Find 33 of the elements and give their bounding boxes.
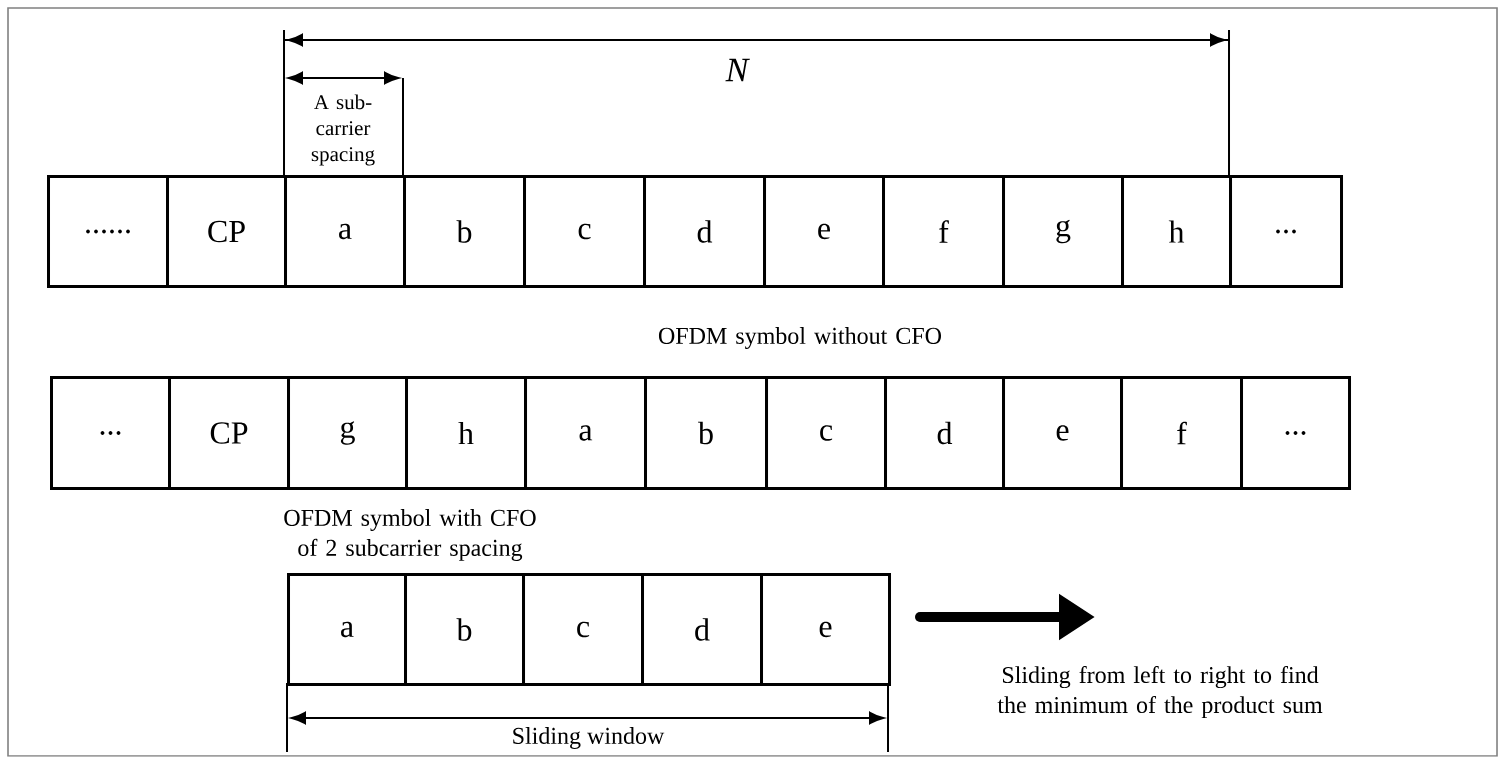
symbol-cell: CP [168,376,290,490]
symbol-cell: c [765,376,887,490]
text-label: Sliding window [513,727,665,749]
text-label: OFDM symbol without CFO [658,327,941,349]
symbol-cell: c [522,573,644,686]
symbol-cell: CP [166,175,287,288]
symbol-cell: e [763,175,885,288]
text-label: A sub-carrier spacing [311,94,375,166]
symbol-cell: g [1002,175,1124,288]
symbol-cell: b [644,376,768,490]
symbol-cell: b [403,175,526,288]
symbol-cell: c [523,175,646,288]
symbol-cell: a [284,175,406,288]
symbol-cell: a [524,376,647,490]
symbol-cell: e [1002,376,1123,490]
text-label: OFDM symbol with CFO of 2 subcarrier spacing [284,509,536,561]
symbol-cell: h [1121,175,1232,288]
symbol-cell: h [405,376,527,490]
text-label: N [725,58,750,82]
symbol-cell: d [884,376,1005,490]
symbol-cell: ... [50,376,171,490]
symbol-cell: ... [1240,376,1351,490]
symbol-cell: ... [1229,175,1343,288]
symbol-cell: b [404,573,525,686]
text-label: Sliding from left to right to find the minimum of the product sum [997,666,1323,718]
symbol-cell: f [1120,376,1243,490]
symbol-cell: ...... [47,175,169,288]
symbol-cell: e [760,573,891,686]
symbol-cell: d [641,573,763,686]
symbol-cell: d [643,175,766,288]
symbol-cell: g [287,376,408,490]
symbol-cell: f [882,175,1005,288]
symbol-cell: a [287,573,407,686]
